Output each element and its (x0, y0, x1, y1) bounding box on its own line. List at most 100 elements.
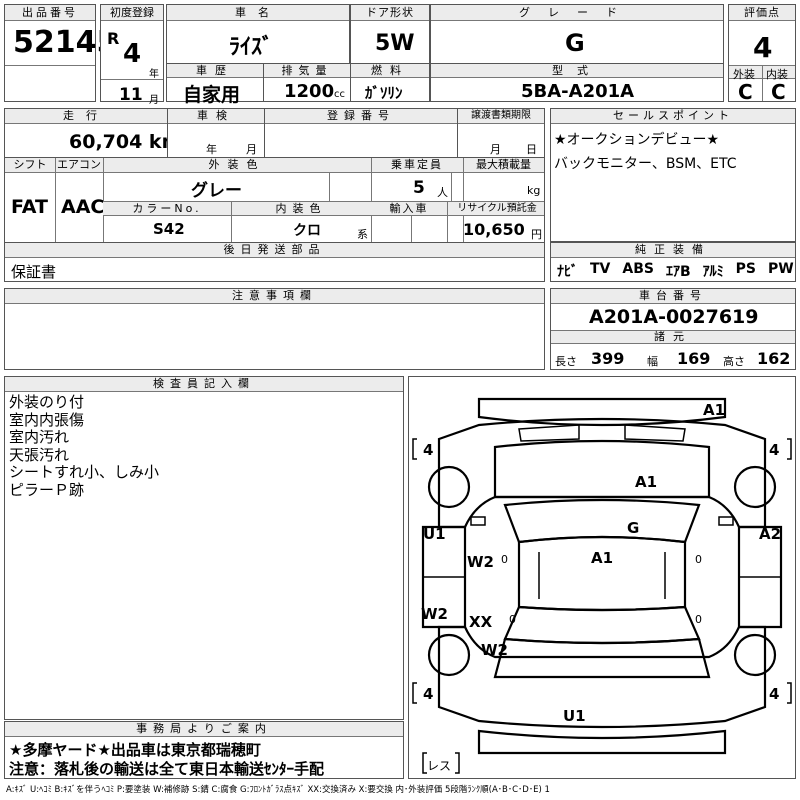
inspector-line: ピラーＰ跡 (9, 480, 85, 499)
capacity-label: 乗車定員 (391, 158, 443, 171)
inspector-line: シートすれ小、しみ小 (9, 463, 160, 481)
shift-value: FAT (11, 196, 48, 218)
tire-front-right: 4 (769, 441, 780, 459)
door-type: 5W (375, 31, 415, 56)
equipment-label: 純正装備 (635, 243, 711, 256)
interior-label: 内装 (766, 68, 788, 81)
transfer-box: 譲渡書類期限 月 日 (457, 108, 545, 158)
mileage-label: 走行 (63, 109, 109, 122)
color-value: グレー (191, 181, 242, 201)
fuel-label: 燃料 (371, 64, 409, 77)
chassis-box: 車台番号 A201A-0027619 諸元 長さ 399 幅 169 高さ 16… (550, 288, 796, 370)
office-box: 事務局よりご案内 ★多摩ヤード★出品車は東京都瑞穂町 注意：落札後の輸送は全て東… (4, 721, 404, 779)
ac-value: AAC (61, 196, 105, 218)
mark-left-front-fender: U1 (423, 525, 446, 543)
grade-box: グレード G (430, 4, 724, 64)
equipment-box: 純正装備 ﾅﾋﾞ TV ABS ｴｱB ｱﾙﾐ PS PW (550, 242, 796, 282)
inspection-box: 車検 年 月 (167, 108, 265, 158)
mark-front-bumper: A1 (703, 401, 726, 419)
inspection-month-unit: 月 (246, 143, 257, 156)
inspector-line: 室内汚れ (9, 428, 70, 446)
overall-score: 4 (753, 31, 773, 64)
inspection-label: 車検 (197, 109, 235, 122)
grade-value: G (565, 29, 585, 57)
sales-line-1: ★オークションデビュー★ (554, 132, 720, 148)
first-reg-label: 初度登録 (110, 6, 154, 19)
inspection-year-unit: 年 (206, 143, 217, 156)
interior-color-label: 内装色 (275, 202, 327, 215)
door-box: ドア形状 5W (350, 4, 430, 64)
sales-line-2: バックモニター、BSM、ETC (554, 156, 737, 172)
lot-box: 出品番号 52145 (4, 4, 117, 102)
equip-pw: PW (768, 261, 794, 277)
mark-left-front-door: W2 (467, 553, 494, 571)
mark-rear-bumper: U1 (563, 707, 586, 725)
door-label: ドア形状 (366, 6, 414, 19)
damage-diagram: 4 4 4 4 レス A1 A1 G A1 U1 A2 W2 W2 XX W2 … (408, 376, 796, 779)
zero-mark: 0 (695, 553, 702, 566)
chassis-label: 車台番号 (639, 289, 707, 302)
tire-rear-left: 4 (423, 685, 434, 703)
history-label: 車歴 (196, 64, 234, 77)
era: R (107, 29, 120, 48)
sales-points-box: セールスポイント ★オークションデビュー★ バックモニター、BSM、ETC (550, 108, 796, 242)
zero-mark: 0 (501, 553, 508, 566)
length-label: 長さ (555, 355, 577, 368)
sales-points-label: セールスポイント (613, 109, 733, 122)
color-no-value: S42 (153, 220, 185, 238)
model-value: 5BA-A201A (521, 81, 635, 102)
notes-box: 注意事項欄 (4, 288, 545, 370)
equip-ps: PS (735, 261, 756, 277)
registration-label: 登録番号 (327, 109, 395, 122)
first-registration-box: 初度登録 R 4 年 11 月 (100, 4, 164, 106)
equip-airbag: ｴｱB (665, 264, 691, 280)
height-value: 162 (757, 349, 791, 368)
inspector-box: 検査員記入欄 外装のり付 室内内張傷 室内汚れ 天張汚れ シートすれ小、しみ小 … (4, 376, 404, 720)
equip-abs: ABS (622, 261, 654, 277)
lot-label: 出品番号 (22, 6, 78, 19)
tire-rear-right: 4 (769, 685, 780, 703)
equip-tv: TV (590, 261, 611, 277)
car-outline (412, 397, 792, 774)
displacement-label: 排気量 (281, 64, 333, 77)
load-label: 最大積載量 (476, 158, 531, 171)
inspector-line: 室内内張傷 (9, 410, 85, 429)
legend-footer: A:ｷｽﾞ U:ﾍｺﾐ B:ｷｽﾞを伴うﾍｺﾐ P:要塗装 W:補修跡 S:錆 … (6, 785, 550, 795)
car-name: ﾗｲｽﾞ (229, 35, 274, 60)
capacity-value: 5 (413, 178, 425, 198)
zero-mark: 0 (509, 613, 516, 626)
transfer-day-unit: 日 (526, 143, 537, 156)
inspector-line: 外装のり付 (9, 393, 85, 411)
fuel-box: 燃料 ｶﾞｿﾘﾝ (350, 63, 430, 102)
interior-color-value: クロ (293, 223, 321, 239)
shift-label: シフト (13, 158, 47, 171)
reg-month: 11 (119, 85, 143, 105)
interior-score: C (771, 80, 786, 104)
length-value: 399 (591, 349, 625, 368)
mark-rear-glass: XX (469, 613, 493, 631)
reg-year: 4 (123, 39, 142, 69)
car-name-box: 車名 ﾗｲｽﾞ (166, 4, 350, 64)
width-value: 169 (677, 349, 711, 368)
later-parts-box: 後日発送部品 保証書 (4, 242, 545, 282)
history-box: 車歴 自家用 (166, 63, 264, 106)
inspector-label: 検査員記入欄 (153, 377, 255, 390)
equip-navi: ﾅﾋﾞ (557, 264, 578, 280)
equip-alloy: ｱﾙﾐ (702, 264, 724, 280)
spec-grid: シフト エアコン 外装色 乗車定員 最大積載量 FAT AAC グレー 5 人 … (4, 157, 545, 243)
mark-left-rear-door: W2 (421, 605, 448, 623)
color-label: 外装色 (208, 158, 266, 171)
office-line-2: 注意：落札後の輸送は全て東日本輸送ｾﾝﾀｰ手配 (9, 760, 325, 778)
chassis-number: A201A-0027619 (589, 306, 759, 328)
mileage-box: 走行 60,704 km (4, 108, 181, 158)
transfer-month-unit: 月 (490, 143, 501, 156)
exterior-label: 外装 (733, 68, 755, 81)
recycle-unit: 円 (531, 228, 542, 241)
score-box: 評価点 4 外装 内装 C C (728, 4, 796, 104)
lot-number: 52145 (13, 25, 118, 60)
year-unit: 年 (149, 69, 159, 80)
height-label: 高さ (723, 355, 745, 368)
tire-front-left: 4 (423, 441, 434, 459)
mark-hood: A1 (635, 473, 658, 491)
later-parts-label: 後日発送部品 (223, 243, 326, 256)
